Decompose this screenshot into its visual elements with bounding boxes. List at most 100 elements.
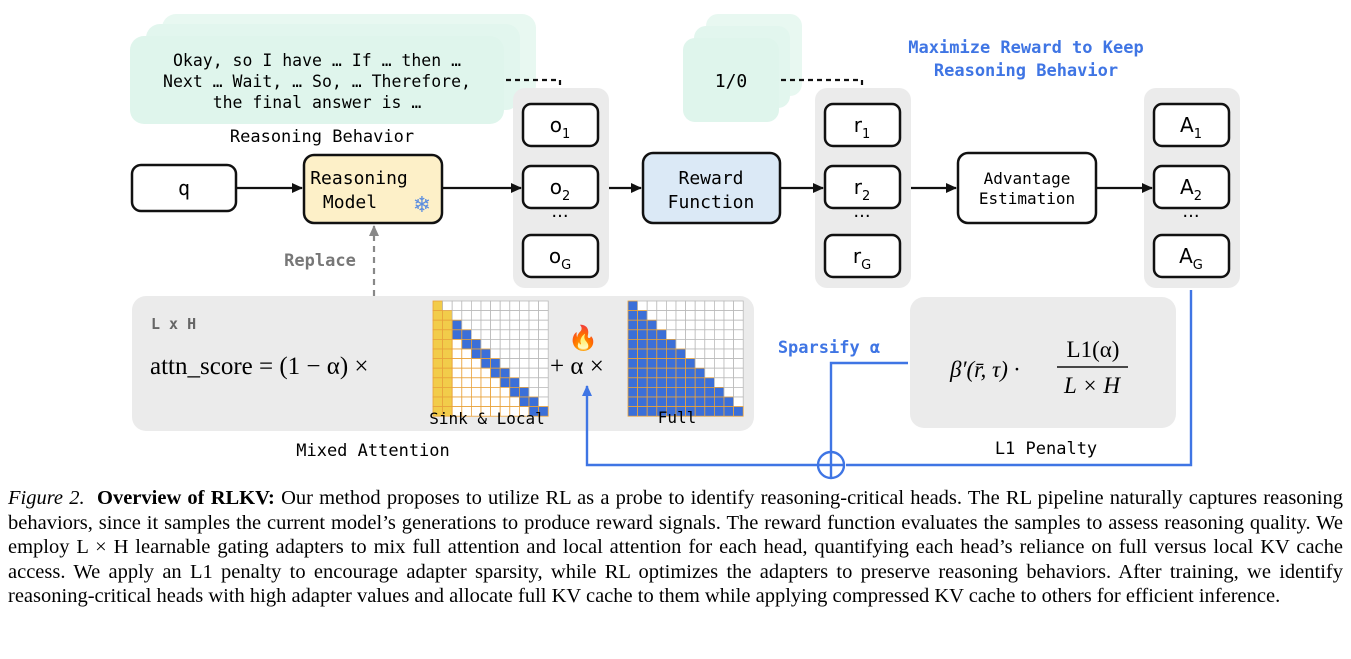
attention-cell (528, 358, 540, 369)
attention-cell (470, 338, 482, 350)
attention-cell (675, 367, 687, 379)
attention-cell (733, 319, 744, 331)
attention-cell (461, 367, 472, 379)
reward-r2: r2 (823, 164, 902, 210)
attention-cell (637, 310, 648, 321)
attention-cell (480, 329, 492, 340)
attention-cell (538, 319, 549, 331)
attention-cell (646, 406, 658, 417)
attention-cell (685, 310, 696, 321)
advantage-estimation-box: Advantage Estimation (956, 151, 1098, 225)
l1-penalty-panel (910, 297, 1176, 428)
sink-local-label: Sink & Local (429, 409, 545, 428)
attention-cell (451, 310, 463, 321)
attention-cell (509, 358, 520, 369)
attention-cell (733, 386, 744, 398)
attention-cell (704, 300, 715, 312)
attention-cell (442, 300, 453, 312)
attention-cell (704, 329, 715, 340)
attention-cell (723, 377, 735, 388)
attention-cell (442, 319, 453, 331)
attention-cell (685, 300, 696, 312)
attention-cell (490, 348, 501, 360)
maximize-line-2: Reasoning Behavior (934, 61, 1118, 81)
attention-cell (733, 377, 744, 388)
attention-cell (451, 329, 463, 340)
attention-cell (656, 377, 667, 388)
attention-cell (538, 348, 549, 360)
attention-cell (723, 358, 735, 369)
advantages-ellipsis: ··· (1182, 206, 1199, 227)
attention-cell (685, 377, 696, 388)
attention-cell (704, 319, 715, 331)
attention-cell (480, 367, 492, 379)
attention-cell (723, 329, 735, 340)
attention-cell (499, 348, 511, 360)
attention-cell (685, 386, 696, 398)
attention-cell (480, 348, 492, 360)
advantage-A2: A2 (1152, 164, 1231, 210)
attention-cell (637, 406, 648, 417)
attention-cell (694, 377, 706, 388)
attention-cell (528, 367, 540, 379)
attention-cell (694, 329, 706, 340)
attention-cell (733, 310, 744, 321)
maximize-line-1: Maximize Reward to Keep (908, 38, 1143, 58)
attention-cell (627, 406, 639, 417)
sparsify-alpha-label: Sparsify α (778, 338, 880, 358)
attention-cell (646, 358, 658, 369)
attention-cell (685, 348, 696, 360)
attention-cell (704, 367, 715, 379)
penalty-denominator: L × H (1063, 373, 1121, 398)
alpha-feedback-arrow (582, 385, 818, 467)
reward-r1: r1 (823, 102, 902, 148)
attention-cell (627, 358, 639, 369)
reasoning-model-box: Reasoning Model ❄ (302, 153, 444, 225)
attention-cell (519, 319, 530, 331)
attention-cell (470, 300, 482, 312)
attention-cell (490, 300, 501, 312)
attention-cell (538, 338, 549, 350)
attention-cell (432, 377, 444, 388)
attention-cell (646, 338, 658, 350)
attention-cell (656, 396, 667, 408)
attention-cell (432, 348, 444, 360)
attention-cell (432, 367, 444, 379)
attention-cell (528, 377, 540, 388)
attention-cell (656, 338, 667, 350)
attention-cell (509, 386, 520, 398)
attention-cell (666, 319, 677, 331)
attention-cell (714, 348, 725, 360)
attention-cell (704, 396, 715, 408)
attn-formula-lhs: attn_score = (1 − α) × (150, 353, 369, 380)
attention-cell (637, 329, 648, 340)
attention-cell (451, 396, 463, 408)
attention-cell (528, 319, 540, 331)
attention-cell (627, 319, 639, 331)
attention-cell (685, 319, 696, 331)
attention-cell (538, 300, 549, 312)
attention-cell (704, 310, 715, 321)
attention-cell (442, 377, 453, 388)
attention-cell (694, 396, 706, 408)
attention-cell (470, 310, 482, 321)
attention-cell (723, 396, 735, 408)
attention-cell (675, 310, 687, 321)
l1-penalty-label: L1 Penalty (995, 439, 1097, 459)
attention-cell (627, 348, 639, 360)
attention-cell (480, 386, 492, 398)
attention-cell (723, 310, 735, 321)
attention-cell (733, 300, 744, 312)
attention-cell (499, 367, 511, 379)
attention-cell (490, 377, 501, 388)
attention-cell (519, 396, 530, 408)
attention-cell (685, 367, 696, 379)
reward-bubble-connector (781, 78, 864, 92)
attn-formula-plus-alpha: + α × (550, 353, 604, 380)
attention-cell (656, 310, 667, 321)
attention-cell (675, 300, 687, 312)
attention-cell (528, 300, 540, 312)
attention-cell (499, 396, 511, 408)
attention-cell (694, 300, 706, 312)
attention-cell (656, 367, 667, 379)
